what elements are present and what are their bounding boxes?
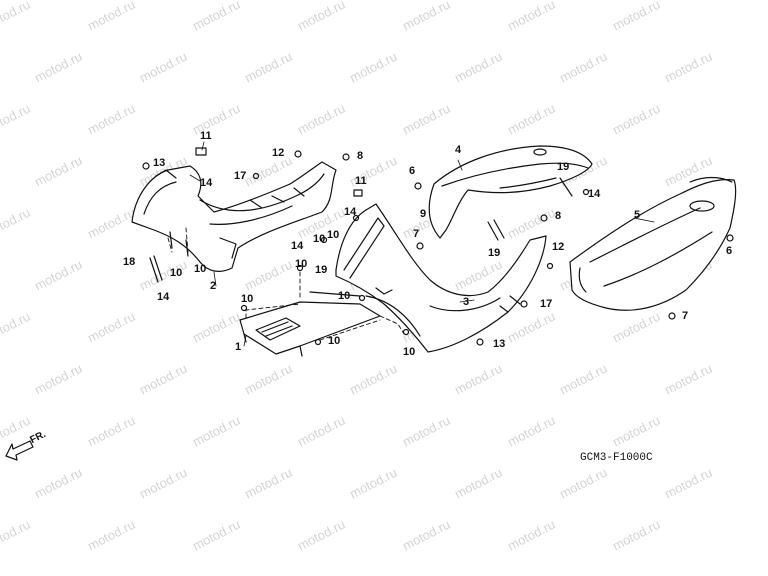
callout-label: 18: [123, 256, 136, 268]
upper-center-cover-part: [429, 146, 592, 238]
callout-label: 10: [170, 267, 183, 279]
fasteners: [143, 148, 733, 345]
callout-label: 6: [726, 245, 733, 257]
callout-label: 13: [493, 338, 506, 350]
floor-step-part: [240, 302, 380, 356]
callout-label: 12: [552, 241, 565, 253]
callout-label: 10: [327, 229, 340, 241]
callout-label: 8: [555, 210, 562, 222]
callout-label: 17: [540, 298, 553, 310]
callout-label: 1: [235, 341, 242, 353]
callout-label: 3: [463, 296, 470, 308]
callout-label: 14: [291, 240, 304, 252]
center-lower-cover-part: [336, 204, 546, 352]
right-side-cover-part: [570, 178, 736, 311]
callout-label: 2: [210, 280, 217, 292]
callout-label: 10: [295, 258, 308, 270]
diagram-code: GCM3-F1000C: [580, 452, 653, 464]
callout-label: 10: [328, 335, 341, 347]
callout-label: 10: [313, 233, 326, 245]
front-direction-arrow-icon: [6, 441, 33, 460]
callout-label: 10: [338, 290, 351, 302]
callout-label: 8: [357, 150, 364, 162]
callout-label: 9: [420, 208, 427, 220]
callout-label: 14: [588, 188, 601, 200]
callout-label: 14: [344, 206, 357, 218]
callout-label: 19: [488, 247, 501, 259]
leader-lines: [190, 142, 654, 346]
callout-label: 5: [634, 209, 641, 221]
reference-lines: [168, 228, 404, 340]
callout-label: 11: [355, 175, 367, 187]
callout-label: 12: [272, 147, 285, 159]
callout-label: 10: [403, 346, 416, 358]
callout-label: 10: [194, 263, 207, 275]
left-front-cover-part: [132, 162, 336, 271]
callout-label: 11: [200, 130, 212, 142]
callout-label: 13: [153, 157, 166, 169]
callout-label: 7: [682, 310, 689, 322]
callout-label: 10: [241, 293, 254, 305]
callout-label: 17: [234, 170, 247, 182]
callout-label: 4: [455, 144, 462, 156]
callout-label: 14: [157, 291, 170, 303]
callout-label: 19: [557, 161, 570, 173]
callout-label: 19: [315, 264, 328, 276]
callout-label: 14: [200, 177, 213, 189]
callout-label: 7: [413, 228, 420, 240]
callout-label: 6: [409, 165, 416, 177]
